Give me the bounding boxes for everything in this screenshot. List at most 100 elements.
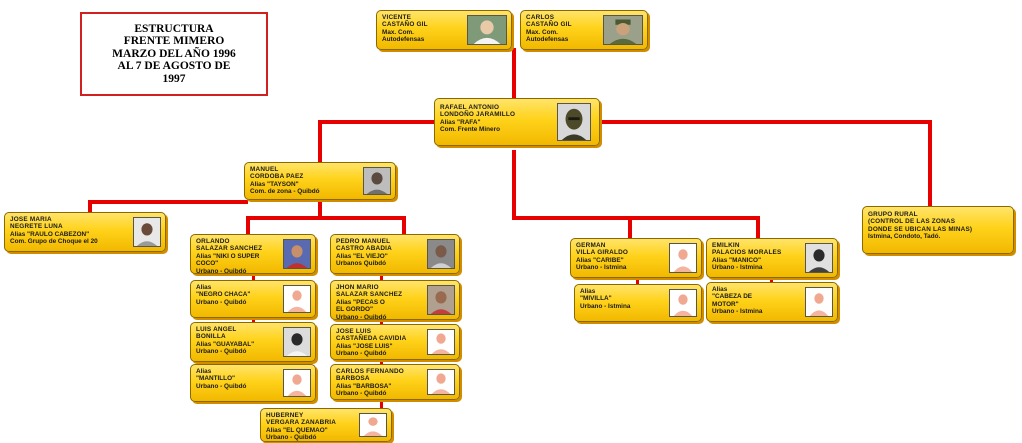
connector-line [512,48,516,102]
node-name: MANUEL CORDOBA PAEZ [250,166,304,181]
chart-title: ESTRUCTURA FRENTE MIMERO MARZO DEL AÑO 1… [80,12,268,96]
node-name: GERMAN VILLA GIRALDO [576,242,629,257]
photo-face-icon [427,239,455,269]
node-name: GRUPO RURAL (CONTROL DE LAS ZONAS DONDE … [868,211,973,233]
node-alias: Alias "PECAS O EL GORDO" [336,298,385,314]
node-name: CARLOS FERNANDO BARBOSA [336,368,404,383]
node-text: JOSE MARIA NEGRETE LUNA Alias "RAULO CAB… [10,216,129,246]
node-alias: Alias "MANTILLO" [196,368,236,383]
connector-line [770,276,773,286]
node-role: Urbano - Istmina [712,308,763,316]
org-node-jose-maria-negrete: JOSE MARIA NEGRETE LUNA Alias "RAULO CAB… [4,212,166,252]
title-line: FRENTE MIMERO [123,35,225,48]
photo-face-icon [467,15,507,45]
node-text: MANUEL CORDOBA PAEZ Alias "TAYSON" Com. … [250,166,359,196]
title-line: AL 7 DE AGOSTO DE [117,60,231,73]
node-text: RAFAEL ANTONIO LONDOÑO JARAMILLO Alias "… [440,104,551,134]
connector-line [246,216,406,220]
node-role: Urbano - Quibdó [196,267,247,274]
node-alias: Alias "EL VIEJO" [336,252,388,260]
connector-line [246,216,250,236]
node-alias: Alias "MANICO" [712,256,762,264]
connector-line [928,120,932,208]
connector-line [318,120,438,124]
node-text: JOSE LUIS CASTAÑEDA CAVIDIA Alias "JOSE … [336,328,423,358]
photo-placeholder-icon [359,413,387,437]
node-name: CARLOS CASTAÑO GIL [526,14,572,29]
org-node-mantillo: Alias "MANTILLO" Urbano - Quibdó [190,364,316,402]
connector-line [636,276,639,286]
title-line: ESTRUCTURA [134,22,214,35]
node-alias: Alias "NIKI O SUPER COCO" [196,252,260,268]
photo-placeholder-icon [669,289,697,317]
photo-placeholder-icon [805,287,833,317]
node-name: RAFAEL ANTONIO LONDOÑO JARAMILLO [440,104,516,119]
org-node-luis-angel-bonilla: LUIS ANGEL BONILLA Alias "GUAYABAL" Urba… [190,322,316,362]
photo-face-icon [283,239,311,269]
org-node-emilkin-palacios: EMILKIN PALACIOS MORALES Alias "MANICO" … [706,238,838,278]
title-line: 1997 [162,72,186,85]
node-role: Com. Grupo de Choque el 20 [10,238,98,246]
node-role: Istmina, Condoto, Tadó. [868,233,941,241]
node-text: GERMAN VILLA GIRALDO Alias "CARIBE" Urba… [576,242,665,272]
node-role: Autodefensas [526,36,569,44]
node-name: JOSE LUIS CASTAÑEDA CAVIDIA [336,328,407,343]
node-name: HUBERNEY VERGARA ZANABRIA [266,412,337,427]
photo-face-icon [283,327,311,357]
connector-line [516,216,760,220]
node-text: CARLOS CASTAÑO GIL Max. Com. Autodefensa… [526,14,599,44]
node-alias: Alias "BARBOSA" [336,382,392,390]
node-text: PEDRO MANUEL CASTRO ABADIA Alias "EL VIE… [336,238,423,268]
node-role: Urbano - Quibdó [336,350,387,358]
org-node-jose-luis-castaneda: JOSE LUIS CASTAÑEDA CAVIDIA Alias "JOSE … [330,324,460,360]
org-node-negro-chaca: Alias "NEGRO CHACA" Urbano - Quibdó [190,280,316,318]
node-alias: Alias "EL QUEMAO" [266,426,328,434]
photo-placeholder-icon [427,369,455,395]
node-role: Urbano - Quibdó [336,313,387,320]
node-role: Urbanos Quibdó [336,260,387,268]
node-alias: Alias "RAFA" [440,118,481,126]
connector-line [88,200,92,214]
node-alias: Max. Com. [382,28,414,36]
node-name: LUIS ANGEL BONILLA [196,326,237,341]
connector-line [512,150,516,220]
node-alias: Alias "RAULO CABEZON" [10,230,90,238]
org-node-vicente-castano: VICENTE CASTAÑO GIL Max. Com. Autodefens… [376,10,512,50]
connector-line [756,216,760,240]
node-name: EMILKIN PALACIOS MORALES [712,242,782,257]
org-node-grupo-rural: GRUPO RURAL (CONTROL DE LAS ZONAS DONDE … [862,206,1014,254]
connector-line [628,216,632,240]
node-role: Urbano - Istmina [712,264,763,272]
org-node-pedro-castro: PEDRO MANUEL CASTRO ABADIA Alias "EL VIE… [330,234,460,274]
title-line: MARZO DEL AÑO 1996 [112,47,236,60]
node-text: Alias "MIVILLA" Urbano - Istmina [580,288,665,310]
photo-placeholder-icon [283,369,311,397]
node-role: Urbano - Istmina [576,264,627,272]
node-text: ORLANDO SALAZAR SANCHEZ Alias "NIKI O SU… [196,238,279,274]
photo-placeholder-icon [283,285,311,313]
org-node-huberney-vergara: HUBERNEY VERGARA ZANABRIA Alias "EL QUEM… [260,408,392,442]
connector-line [600,120,932,124]
photo-face-icon [133,217,161,247]
org-node-orlando-salazar: ORLANDO SALAZAR SANCHEZ Alias "NIKI O SU… [190,234,316,274]
node-role: Urbano - Quibdó [196,298,247,306]
org-node-carlos-fernando-barbosa: CARLOS FERNANDO BARBOSA Alias "BARBOSA" … [330,364,460,400]
photo-face-icon [603,15,643,45]
node-alias: Alias "GUAYABAL" [196,340,255,348]
connector-line [88,200,248,204]
connector-line [402,216,406,236]
node-alias: Alias "JOSE LUIS" [336,342,393,350]
org-node-manuel-cordoba: MANUEL CORDOBA PAEZ Alias "TAYSON" Com. … [244,162,396,200]
node-role: Urbano - Quibdó [336,390,387,398]
org-node-carlos-castano: CARLOS CASTAÑO GIL Max. Com. Autodefensa… [520,10,648,50]
org-node-cabeza-de-motor: Alias "CABEZA DE MOTOR" Urbano - Istmina [706,282,838,322]
photo-face-icon [557,103,591,141]
photo-face-icon [805,243,833,273]
node-text: HUBERNEY VERGARA ZANABRIA Alias "EL QUEM… [266,412,355,441]
node-name: JOSE MARIA NEGRETE LUNA [10,216,63,231]
node-role: Com. Frente Minero [440,126,501,134]
photo-face-icon [427,285,455,315]
org-node-rafael-londono: RAFAEL ANTONIO LONDOÑO JARAMILLO Alias "… [434,98,600,146]
connector-line [318,120,322,164]
node-role: Autodefensas [382,36,425,44]
